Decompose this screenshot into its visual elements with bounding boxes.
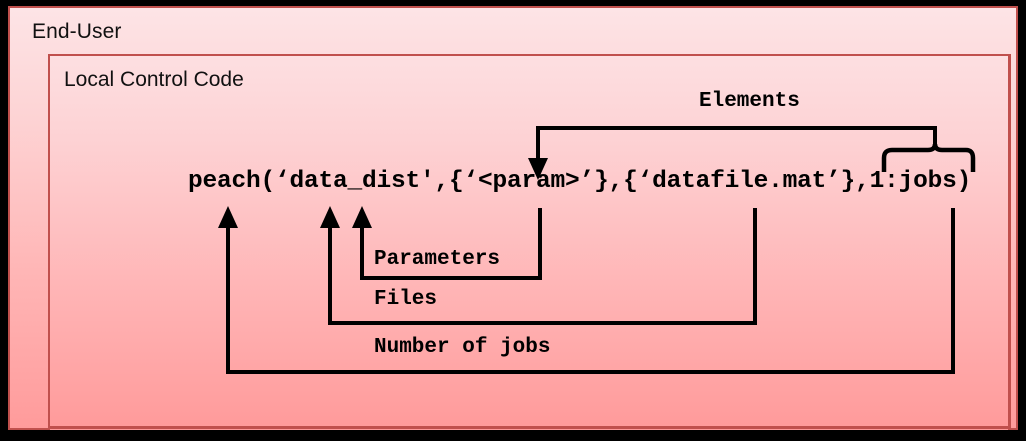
annotation-label-elements: Elements: [699, 90, 800, 113]
end-user-title: End-User: [32, 20, 122, 43]
local-control-code-title: Local Control Code: [64, 68, 244, 91]
local-control-code-right-edge: [1008, 54, 1011, 430]
local-control-code-bottom-edge: [48, 426, 1011, 429]
peach-code-line: peach(‘data_dist',{‘<param>’},{‘datafile…: [188, 168, 972, 195]
local-control-code-box: Local Control Code: [48, 54, 1010, 430]
annotation-label-parameters: Parameters: [374, 248, 501, 271]
annotation-label-number-of-jobs: Number of jobs: [374, 336, 551, 359]
annotation-label-files: Files: [374, 288, 438, 311]
